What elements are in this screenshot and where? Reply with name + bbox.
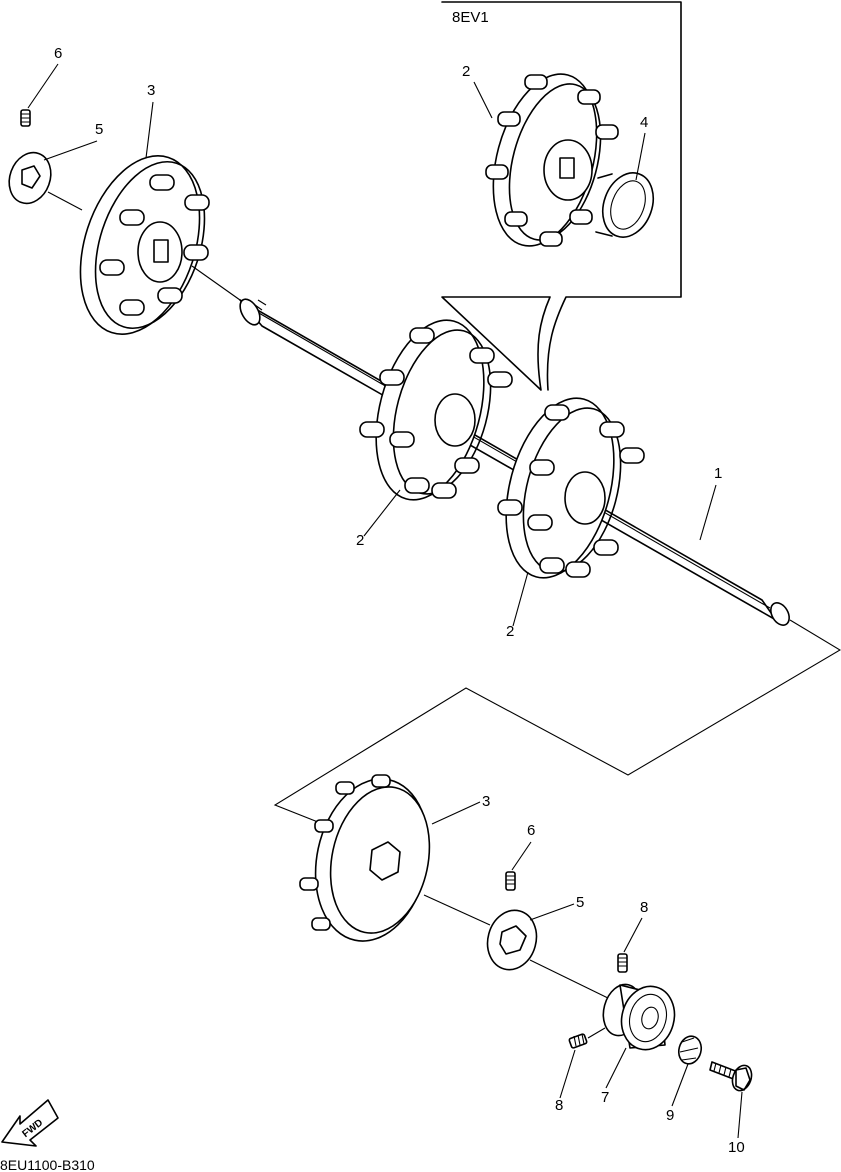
axis-line-collar-bearing bbox=[529, 959, 613, 1001]
wheel-bottom bbox=[299, 774, 431, 942]
bearing bbox=[602, 983, 676, 1051]
screw-8-upper bbox=[617, 953, 628, 973]
assembly-guide-lines bbox=[273, 619, 841, 827]
callout-8-upper: 8 bbox=[640, 899, 648, 916]
screw-8-lower bbox=[568, 1033, 588, 1049]
callout-6-top: 6 bbox=[54, 45, 62, 62]
axis-line-wheel-shaft bbox=[191, 265, 241, 301]
inset-callout-4: 4 bbox=[640, 114, 648, 131]
callout-2-right: 2 bbox=[506, 623, 514, 640]
bolt bbox=[709, 1061, 753, 1092]
screw-bottom bbox=[505, 871, 516, 891]
nut bbox=[677, 1035, 703, 1065]
inset-callout-2: 2 bbox=[462, 63, 470, 80]
collar-bottom bbox=[486, 909, 538, 971]
callout-6-bottom: 6 bbox=[527, 822, 535, 839]
callout-5-bottom: 5 bbox=[576, 894, 584, 911]
callout-8-lower: 8 bbox=[555, 1097, 563, 1114]
callout-9: 9 bbox=[666, 1107, 674, 1124]
callout-10: 10 bbox=[728, 1139, 745, 1156]
axis-line-wheel-collar bbox=[423, 894, 491, 926]
wheel-top bbox=[79, 155, 210, 335]
collar-top bbox=[8, 151, 52, 205]
callout-3-bottom: 3 bbox=[482, 793, 490, 810]
inset-sprocket bbox=[485, 73, 619, 247]
diagram-code: 8EU1100-B310 bbox=[0, 1157, 95, 1172]
callout-5-top: 5 bbox=[95, 121, 103, 138]
drive-shaft bbox=[239, 298, 790, 626]
callout-2-mid: 2 bbox=[356, 532, 364, 549]
callout-7: 7 bbox=[601, 1089, 609, 1106]
fwd-arrow-icon: FWD bbox=[1, 1099, 59, 1147]
sprocket-mid bbox=[359, 319, 513, 501]
screw-top bbox=[20, 109, 31, 127]
callout-1: 1 bbox=[714, 465, 722, 482]
inset-8ev1: 8EV1 2 4 bbox=[441, 1, 682, 391]
leader-axis-top bbox=[47, 191, 83, 211]
sprocket-right bbox=[497, 397, 645, 579]
callout-3-top: 3 bbox=[147, 82, 155, 99]
inset-spacer-ring bbox=[595, 172, 655, 238]
inset-title: 8EV1 bbox=[452, 9, 489, 26]
